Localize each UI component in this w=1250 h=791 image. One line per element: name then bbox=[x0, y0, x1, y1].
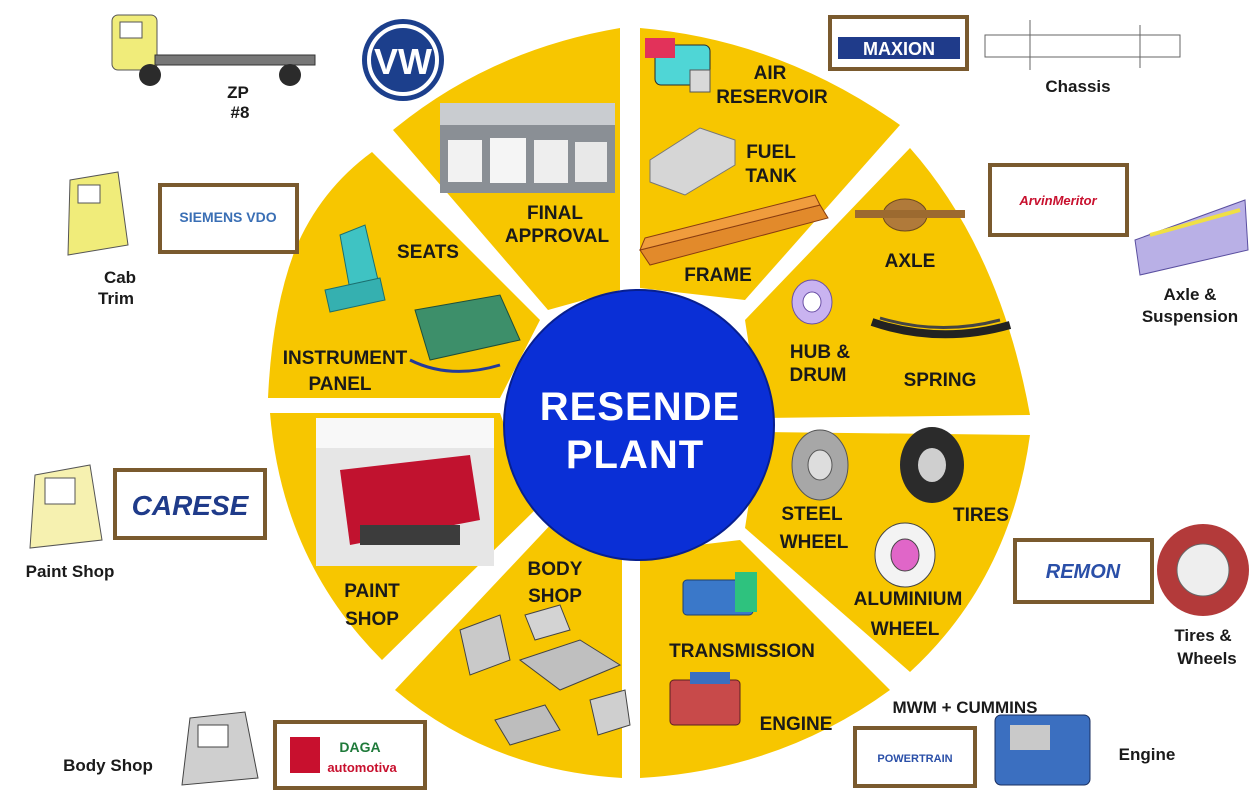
daga-logo-text-1: DAGA bbox=[339, 739, 380, 755]
remon-logo-text: REMON bbox=[1046, 561, 1121, 583]
axle-label: AXLE bbox=[885, 251, 936, 272]
final-approval-label-1: FINAL bbox=[527, 203, 583, 224]
spring-label: SPRING bbox=[904, 370, 977, 391]
tank-label: TANK bbox=[745, 166, 797, 187]
siemens-logo-text: SIEMENS VDO bbox=[179, 209, 276, 225]
paint-shop-label-1: PAINT bbox=[344, 581, 400, 602]
engine-label: ENGINE bbox=[760, 714, 833, 735]
center-hub bbox=[503, 289, 775, 561]
zp-label-1: ZP bbox=[227, 83, 249, 102]
final-approval-label-2: APPROVAL bbox=[505, 226, 610, 247]
panel-label: PANEL bbox=[309, 374, 372, 395]
axle-susp-label-1: Axle & bbox=[1164, 285, 1217, 304]
vw-logo-letters: VW bbox=[374, 41, 432, 82]
daga-logo-text-2: automotiva bbox=[327, 760, 397, 775]
body-parts-icon bbox=[459, 604, 631, 746]
tire-icon bbox=[900, 427, 964, 503]
spring-icon bbox=[870, 316, 1012, 339]
paint-cab-icon bbox=[29, 464, 103, 549]
carese-logo-text: CARESE bbox=[132, 490, 250, 521]
remon-logo-box: REMON bbox=[1013, 538, 1154, 604]
aluminium-label: ALUMINIUM bbox=[854, 589, 963, 610]
daga-logo-box: DAGA automotiva bbox=[273, 720, 427, 790]
steel-wheel-icon bbox=[791, 429, 849, 501]
tires-wheels-label-2: Wheels bbox=[1177, 649, 1237, 668]
mwm-cummins-label: MWM + CUMMINS bbox=[893, 698, 1038, 717]
cab-icon bbox=[67, 171, 129, 256]
cab-trim-label-2: Trim bbox=[98, 289, 134, 308]
tires-wheels-label-1: Tires & bbox=[1174, 626, 1231, 645]
seats-label: SEATS bbox=[397, 242, 459, 263]
chassis-drawing-icon bbox=[984, 20, 1181, 70]
axle-susp-label-2: Suspension bbox=[1142, 307, 1238, 326]
siemens-logo-box: SIEMENS VDO bbox=[158, 183, 299, 254]
maxion-logo-text: MAXION bbox=[863, 39, 935, 59]
tires-label: TIRES bbox=[953, 505, 1009, 526]
paint-shop-label-2: SHOP bbox=[345, 609, 399, 630]
axle-icon bbox=[855, 198, 965, 232]
segment-body-shop bbox=[395, 520, 622, 778]
vw-logo: VW bbox=[362, 19, 444, 101]
aluminium-wheel-label: WHEEL bbox=[871, 619, 940, 640]
air-label: AIR bbox=[754, 63, 787, 84]
maxion-logo-box: MAXION bbox=[828, 15, 969, 71]
seat-icon bbox=[324, 224, 386, 313]
air-reservoir-icon bbox=[645, 38, 711, 93]
powertrain-logo-box: POWERTRAIN bbox=[853, 726, 977, 788]
fuel-label: FUEL bbox=[746, 142, 796, 163]
paint-shop-photo bbox=[316, 418, 494, 566]
engine-outer-label: Engine bbox=[1119, 745, 1176, 764]
center-label-line1: RESENDE bbox=[540, 385, 740, 429]
fuel-tank-icon bbox=[649, 127, 736, 196]
steel-label: STEEL bbox=[781, 504, 843, 525]
body-shop-cab-icon bbox=[181, 711, 259, 786]
body-shop-outer-label: Body Shop bbox=[63, 756, 153, 775]
tire-large-icon bbox=[1157, 524, 1249, 616]
center-label-line2: PLANT bbox=[566, 433, 704, 477]
transmission-icon bbox=[682, 572, 757, 616]
drum-label: DRUM bbox=[790, 365, 847, 386]
transmission-label: TRANSMISSION bbox=[669, 641, 815, 662]
instrument-panel-icon bbox=[409, 294, 521, 373]
chassis-truck-icon bbox=[111, 14, 316, 86]
frame-icon bbox=[639, 194, 829, 266]
body-shop-label-2: SHOP bbox=[528, 586, 582, 607]
aluminium-wheel-icon bbox=[874, 522, 936, 588]
body-shop-label-1: BODY bbox=[528, 559, 583, 580]
zp-label-2: #8 bbox=[231, 103, 250, 122]
arvinmeritor-logo-text: ArvinMeritor bbox=[1018, 193, 1097, 208]
frame-label: FRAME bbox=[684, 265, 752, 286]
chassis-label: Chassis bbox=[1045, 77, 1110, 96]
powertrain-logo-text: POWERTRAIN bbox=[877, 753, 952, 765]
engine-large-icon bbox=[994, 714, 1091, 786]
arvinmeritor-logo-box: ArvinMeritor bbox=[988, 163, 1129, 237]
steel-wheel-label: WHEEL bbox=[780, 532, 849, 553]
paint-shop-outer-label: Paint Shop bbox=[26, 562, 115, 581]
suspension-icon bbox=[1134, 199, 1249, 276]
reservoir-label: RESERVOIR bbox=[716, 87, 828, 108]
cab-trim-label-1: Cab bbox=[104, 268, 136, 287]
hub-label: HUB & bbox=[790, 342, 850, 363]
final-approval-photo bbox=[440, 103, 615, 193]
carese-logo-box: CARESE bbox=[113, 468, 267, 540]
instrument-label: INSTRUMENT bbox=[283, 348, 408, 369]
engine-small-icon bbox=[669, 672, 741, 726]
hub-drum-icon bbox=[791, 279, 833, 325]
